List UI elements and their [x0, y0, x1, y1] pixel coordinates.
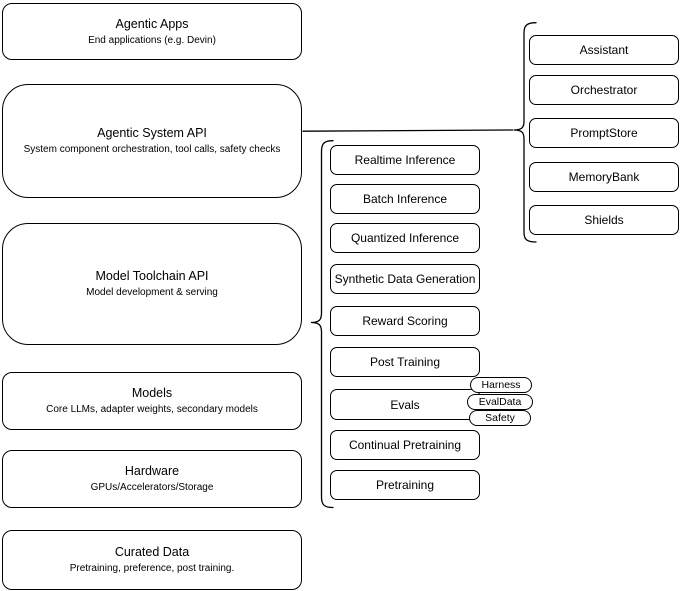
node-label: Synthetic Data Generation: [334, 272, 476, 286]
node-shields: Shields: [529, 205, 679, 235]
node-model-toolchain-api: Model Toolchain API Model development & …: [2, 223, 302, 345]
node-promptstore: PromptStore: [529, 118, 679, 148]
node-label: PromptStore: [570, 126, 638, 140]
node-label: Realtime Inference: [354, 153, 456, 167]
node-reward-scoring: Reward Scoring: [330, 306, 480, 336]
node-label: Batch Inference: [362, 192, 448, 206]
node-label: Pretraining: [375, 478, 435, 492]
node-post-training: Post Training: [330, 347, 480, 377]
node-subtitle: System component orchestration, tool cal…: [23, 144, 281, 155]
node-label: Continual Pretraining: [348, 438, 462, 452]
node-label: MemoryBank: [568, 170, 640, 184]
node-realtime-inference: Realtime Inference: [330, 145, 480, 175]
tag-label: Safety: [485, 412, 515, 424]
node-continual-pretraining: Continual Pretraining: [330, 430, 480, 460]
node-synthetic-data-generation: Synthetic Data Generation: [330, 264, 480, 294]
node-curated-data: Curated Data Pretraining, preference, po…: [2, 530, 302, 590]
node-hardware: Hardware GPUs/Accelerators/Storage: [2, 450, 302, 508]
node-subtitle: Core LLMs, adapter weights, secondary mo…: [46, 404, 258, 415]
node-title: Models: [131, 386, 173, 400]
node-agentic-system-api: Agentic System API System component orch…: [2, 84, 302, 198]
tag-label: Harness: [481, 379, 521, 391]
node-batch-inference: Batch Inference: [330, 184, 480, 214]
node-subtitle: End applications (e.g. Devin): [88, 34, 216, 46]
node-label: Shields: [584, 213, 624, 227]
node-quantized-inference: Quantized Inference: [330, 223, 480, 253]
tag-label: EvalData: [478, 396, 522, 408]
node-label: Post Training: [369, 355, 441, 369]
node-title: Model Toolchain API: [95, 269, 209, 283]
node-assistant: Assistant: [529, 35, 679, 65]
node-title: Agentic System API: [97, 126, 207, 140]
node-subtitle: GPUs/Accelerators/Storage: [90, 482, 214, 493]
node-title: Curated Data: [114, 545, 190, 559]
node-agentic-apps: Agentic Apps End applications (e.g. Devi…: [2, 3, 302, 60]
node-memorybank: MemoryBank: [529, 162, 679, 192]
node-subtitle: Pretraining, preference, post training.: [69, 563, 235, 574]
node-title: Agentic Apps: [115, 16, 189, 31]
node-title: Hardware: [124, 464, 180, 478]
node-models: Models Core LLMs, adapter weights, secon…: [2, 372, 302, 430]
connector-line: [302, 129, 514, 132]
node-label: Orchestrator: [570, 83, 638, 97]
node-pretraining: Pretraining: [330, 470, 480, 500]
node-orchestrator: Orchestrator: [529, 75, 679, 105]
node-label: Quantized Inference: [350, 231, 460, 245]
node-label: Evals: [390, 397, 420, 412]
node-evals-tag-harness: Harness: [470, 377, 532, 393]
node-evals: Evals: [330, 389, 480, 420]
node-subtitle: Model development & serving: [86, 287, 218, 298]
node-label: Assistant: [579, 43, 629, 57]
node-evals-tag-safety: Safety: [469, 410, 531, 426]
node-label: Reward Scoring: [362, 314, 448, 328]
node-evals-tag-evaldata: EvalData: [467, 394, 533, 410]
